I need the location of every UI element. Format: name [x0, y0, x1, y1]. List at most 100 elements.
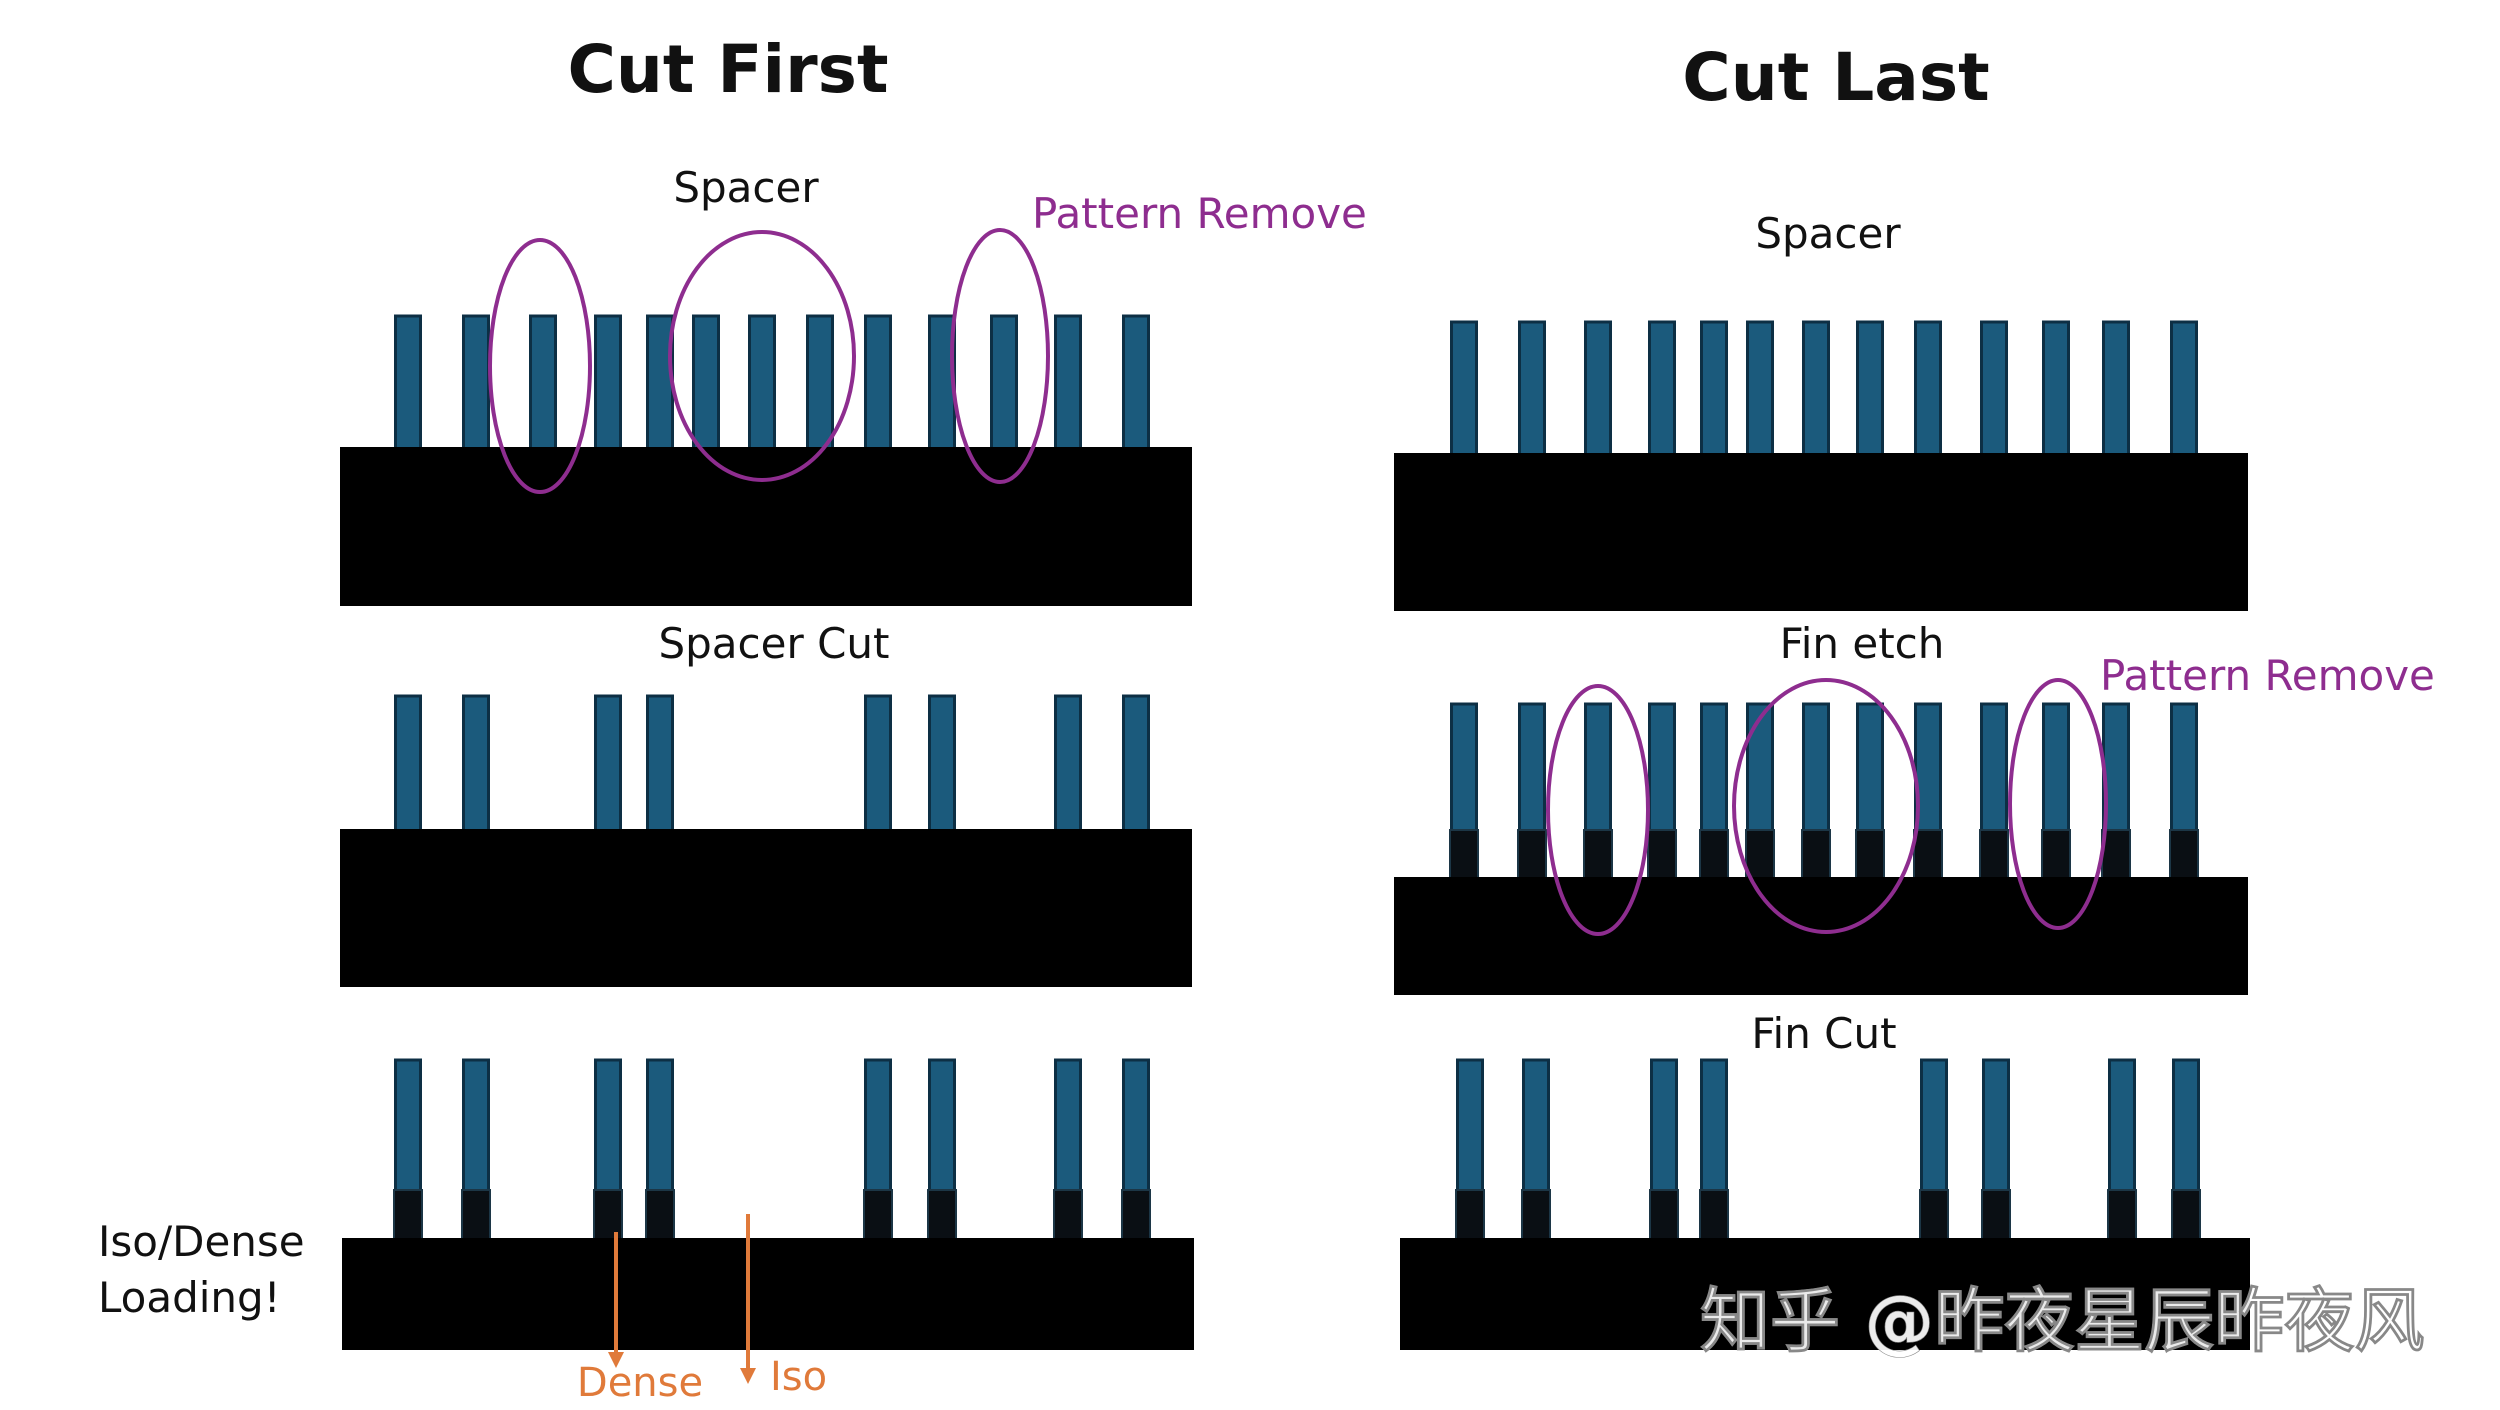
spacer-fin: [1584, 320, 1612, 458]
spacer-fin: [1980, 320, 2008, 458]
spacer-fin: [864, 314, 892, 452]
watermark: 知乎 @昨夜星辰昨夜风: [1700, 1280, 2424, 1362]
etched-fin-base: [2171, 1189, 2201, 1242]
spacer-fin: [1648, 702, 1676, 836]
spacer-fin: [462, 1058, 490, 1196]
substrate: [340, 829, 1192, 987]
spacer-fin: [1122, 694, 1150, 834]
spacer-fin: [1700, 1058, 1728, 1196]
spacer-fin: [1122, 1058, 1150, 1196]
substrate: [342, 1238, 1194, 1350]
left-spacer-label: Spacer: [673, 163, 819, 212]
right-fin-etch-label: Fin etch: [1780, 619, 1945, 668]
left-pattern-remove-label: Pattern Remove: [1032, 189, 1367, 238]
spacer-fin: [1584, 702, 1612, 836]
etched-fin-base: [1801, 829, 1831, 881]
annotations: [608, 1214, 756, 1384]
etched-fin-base: [645, 1189, 675, 1242]
etched-fin-base: [1647, 829, 1677, 881]
dense-arrow-head: [608, 1352, 624, 1368]
spacer-fin: [529, 314, 557, 452]
etched-fin-base: [2169, 829, 2199, 881]
spacer-fin: [594, 1058, 622, 1196]
spacer-fin: [1456, 1058, 1484, 1196]
iso-arrow-head: [740, 1368, 756, 1384]
pattern-remove-ellipse: [1732, 678, 1920, 934]
spacer-fin: [1982, 1058, 2010, 1196]
pattern-remove-ellipse: [1546, 684, 1650, 936]
pattern-remove-ellipse: [488, 238, 592, 494]
right-fin-cut-row: [1400, 1058, 2250, 1350]
etched-fin-base: [1745, 829, 1775, 881]
spacer-fin: [864, 1058, 892, 1196]
pattern-remove-ellipse: [668, 230, 856, 482]
etched-fin-base: [1855, 829, 1885, 881]
spacer-fin: [1518, 320, 1546, 458]
left-spacer-row: [340, 228, 1192, 606]
spacer-fin: [1450, 320, 1478, 458]
spacer-fin: [2102, 320, 2130, 458]
spacer-fin: [646, 694, 674, 834]
spacer-fin: [864, 694, 892, 834]
etched-fin-base: [1649, 1189, 1679, 1242]
etched-fin-base: [927, 1189, 957, 1242]
title-cut-first: Cut First: [567, 31, 888, 108]
spacer-fin: [928, 1058, 956, 1196]
etched-fin-base: [461, 1189, 491, 1242]
spacer-fin: [394, 314, 422, 452]
etched-fin-base: [863, 1189, 893, 1242]
spacer-fin: [748, 314, 776, 452]
etched-fin-base: [1699, 829, 1729, 881]
spacer-fin: [2170, 320, 2198, 458]
etched-fin-base: [1449, 829, 1479, 881]
spacer-fin: [2108, 1058, 2136, 1196]
spacer-fin: [1914, 320, 1942, 458]
etched-fin-base: [1121, 1189, 1151, 1242]
dense-label: Dense: [577, 1360, 703, 1406]
spacer-fin: [692, 314, 720, 452]
spacer-fin: [1522, 1058, 1550, 1196]
left-etched-row: [342, 1058, 1194, 1350]
spacer-fin: [2042, 702, 2070, 836]
etched-fin-base: [1521, 1189, 1551, 1242]
spacer-fin: [394, 1058, 422, 1196]
right-fin-cut-label: Fin Cut: [1751, 1009, 1896, 1058]
spacer-fin: [806, 314, 834, 452]
spacer-fin: [1802, 702, 1830, 836]
etched-fin-base: [1583, 829, 1613, 881]
right-pattern-remove-label: Pattern Remove: [2100, 651, 2435, 700]
spacer-fin: [2170, 702, 2198, 836]
etched-fin-base: [1979, 829, 2009, 881]
iso-dense-note-line2: Loading!: [98, 1273, 281, 1322]
spacer-fin: [1980, 702, 2008, 836]
spacer-fin: [646, 314, 674, 452]
etched-fin-base: [1517, 829, 1547, 881]
substrate: [1400, 1238, 2250, 1350]
spacer-fin: [1648, 320, 1676, 458]
spacer-fin: [2042, 320, 2070, 458]
substrate: [1394, 877, 2248, 995]
iso-dense-note-line1: Iso/Dense: [98, 1217, 305, 1266]
pattern-remove-ellipse: [950, 228, 1050, 484]
spacer-fin: [1518, 702, 1546, 836]
right-fin-etch-row: [1394, 678, 2248, 995]
iso-label: Iso: [770, 1354, 827, 1400]
spacer-fin: [1700, 320, 1728, 458]
spacer-fin: [928, 694, 956, 834]
etched-fin-base: [1053, 1189, 1083, 1242]
spacer-fin: [1856, 702, 1884, 836]
right-spacer-label: Spacer: [1755, 209, 1901, 258]
spacer-fin: [1054, 314, 1082, 452]
spacer-fin: [1054, 1058, 1082, 1196]
spacer-fin: [646, 1058, 674, 1196]
etched-fin-base: [2107, 1189, 2137, 1242]
spacer-fin: [990, 314, 1018, 452]
spacer-fin: [1122, 314, 1150, 452]
spacer-fin: [2172, 1058, 2200, 1196]
spacer-fin: [1450, 702, 1478, 836]
spacer-fin: [1700, 702, 1728, 836]
spacer-fin: [1054, 694, 1082, 834]
left-spacer-cut-row: [340, 694, 1192, 987]
